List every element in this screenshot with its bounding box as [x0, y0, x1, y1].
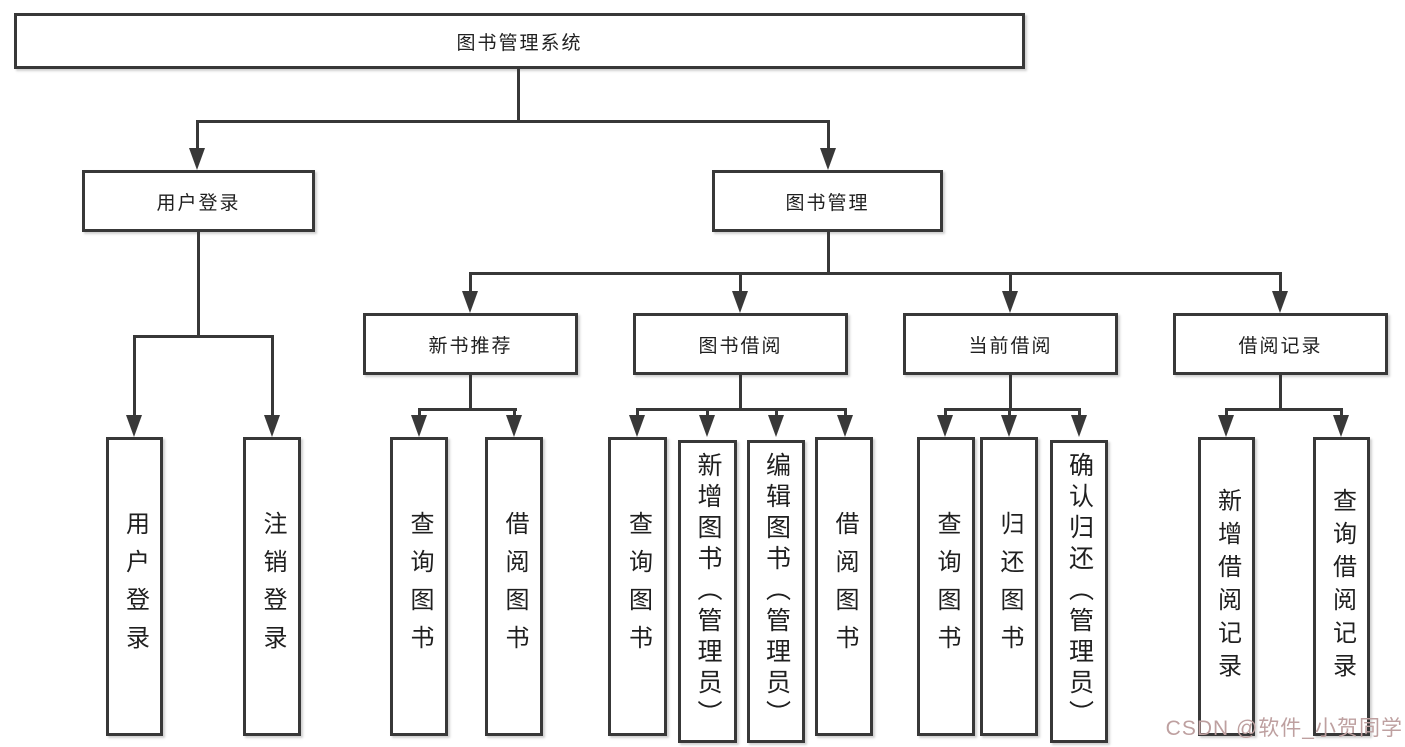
leaf-cb-query-books-label: 查询图书	[933, 510, 960, 663]
connector-book-mgmt-hline	[469, 272, 1282, 275]
connector-root-hline	[196, 120, 830, 123]
leaf-cb-confirm-return-admin: 确认归还（管理员）	[1050, 440, 1108, 743]
connector-to-nbr-borrow	[513, 408, 516, 418]
node-book-mgmt-group: 图书管理	[712, 170, 943, 232]
leaf-cb-return-books-label: 归还图书	[996, 510, 1023, 663]
arrow-down-icon	[1333, 415, 1349, 437]
leaf-br-query-record-label: 查询借阅记录	[1328, 487, 1356, 686]
leaf-user-login-label: 用户登录	[121, 510, 149, 663]
leaf-br-query-record: 查询借阅记录	[1313, 437, 1370, 736]
connector-user-login-stub	[197, 232, 200, 338]
connector-cb-stub	[1009, 375, 1012, 411]
leaf-bb-add-books-admin: 新增图书（管理员）	[678, 440, 737, 743]
arrow-down-icon	[189, 148, 205, 170]
connector-to-bb-borrow	[844, 408, 847, 418]
node-user-login-group: 用户登录	[82, 170, 315, 232]
connector-root-to-book-mgmt	[827, 120, 830, 150]
connector-bb-hline	[636, 408, 847, 411]
node-root: 图书管理系统	[14, 13, 1025, 69]
leaf-cb-return-books: 归还图书	[980, 437, 1038, 736]
connector-br-hline	[1225, 408, 1343, 411]
node-root-label: 图书管理系统	[456, 32, 583, 54]
connector-bb-stub	[739, 375, 742, 411]
connector-to-current-borrow	[1009, 272, 1012, 294]
leaf-nbr-query-books: 查询图书	[390, 437, 448, 736]
leaf-br-add-record-label: 新增借阅记录	[1213, 487, 1241, 686]
connector-to-bb-query	[636, 408, 639, 418]
connector-user-login-hline	[133, 335, 274, 338]
connector-to-cb-confirm	[1078, 408, 1081, 418]
connector-to-leaf-logout	[271, 335, 274, 417]
arrow-down-icon	[820, 148, 836, 170]
leaf-bb-borrow-books: 借阅图书	[815, 437, 873, 736]
connector-root-stub	[517, 69, 520, 123]
connector-to-new-book-rec	[469, 272, 472, 294]
connector-to-nbr-query	[418, 408, 421, 418]
connector-cb-hline	[944, 408, 1081, 411]
node-borrow-records-label: 借阅记录	[1238, 335, 1323, 357]
watermark: CSDN @软件_小贺同学	[1165, 717, 1403, 740]
connector-book-mgmt-stub	[827, 232, 830, 275]
leaf-br-add-record: 新增借阅记录	[1198, 437, 1255, 736]
connector-nbr-stub	[469, 375, 472, 411]
connector-to-br-query	[1340, 408, 1343, 418]
arrow-down-icon	[126, 415, 142, 437]
node-current-borrow: 当前借阅	[903, 313, 1118, 375]
arrow-down-icon	[1071, 415, 1087, 437]
leaf-logout: 注销登录	[243, 437, 301, 736]
arrow-down-icon	[629, 415, 645, 437]
connector-to-cb-return	[1008, 408, 1011, 418]
node-book-mgmt-group-label: 图书管理	[785, 192, 870, 214]
arrow-down-icon	[837, 415, 853, 437]
leaf-nbr-borrow-books-label: 借阅图书	[501, 510, 528, 663]
leaf-bb-query-books-label: 查询图书	[624, 510, 652, 663]
arrow-down-icon	[411, 415, 427, 437]
connector-to-bb-edit	[775, 408, 778, 418]
node-current-borrow-label: 当前借阅	[968, 335, 1053, 357]
connector-to-cb-query	[944, 408, 947, 418]
node-book-borrow-label: 图书借阅	[698, 335, 783, 357]
leaf-bb-add-books-admin-label: 新增图书（管理员）	[694, 452, 722, 731]
connector-to-bb-add	[706, 408, 709, 418]
connector-to-leaf-user-login	[133, 335, 136, 417]
arrow-down-icon	[768, 415, 784, 437]
arrow-down-icon	[1001, 415, 1017, 437]
arrow-down-icon	[937, 415, 953, 437]
connector-root-to-user-login	[196, 120, 199, 150]
leaf-nbr-query-books-label: 查询图书	[406, 510, 433, 663]
node-new-book-rec: 新书推荐	[363, 313, 578, 375]
node-borrow-records: 借阅记录	[1173, 313, 1388, 375]
arrow-down-icon	[1002, 291, 1018, 313]
arrow-down-icon	[699, 415, 715, 437]
leaf-bb-borrow-books-label: 借阅图书	[831, 510, 858, 663]
leaf-bb-query-books: 查询图书	[608, 437, 667, 736]
leaf-bb-edit-books-admin-label: 编辑图书（管理员）	[762, 452, 791, 731]
leaf-cb-confirm-return-admin-label: 确认归还（管理员）	[1065, 452, 1094, 731]
arrow-down-icon	[264, 415, 280, 437]
leaf-logout-label: 注销登录	[259, 510, 286, 663]
connector-br-stub	[1279, 375, 1282, 411]
connector-to-br-add	[1225, 408, 1228, 418]
arrow-down-icon	[1272, 291, 1288, 313]
leaf-nbr-borrow-books: 借阅图书	[485, 437, 543, 736]
leaf-user-login: 用户登录	[106, 437, 163, 736]
arrow-down-icon	[732, 291, 748, 313]
arrow-down-icon	[462, 291, 478, 313]
connector-to-book-borrow	[739, 272, 742, 294]
node-user-login-group-label: 用户登录	[156, 192, 241, 214]
node-book-borrow: 图书借阅	[633, 313, 848, 375]
arrow-down-icon	[506, 415, 522, 437]
leaf-cb-query-books: 查询图书	[917, 437, 975, 736]
connector-to-borrow-records	[1279, 272, 1282, 294]
connector-nbr-hline	[418, 408, 517, 411]
arrow-down-icon	[1218, 415, 1234, 437]
leaf-bb-edit-books-admin: 编辑图书（管理员）	[747, 440, 805, 743]
node-new-book-rec-label: 新书推荐	[428, 335, 513, 357]
